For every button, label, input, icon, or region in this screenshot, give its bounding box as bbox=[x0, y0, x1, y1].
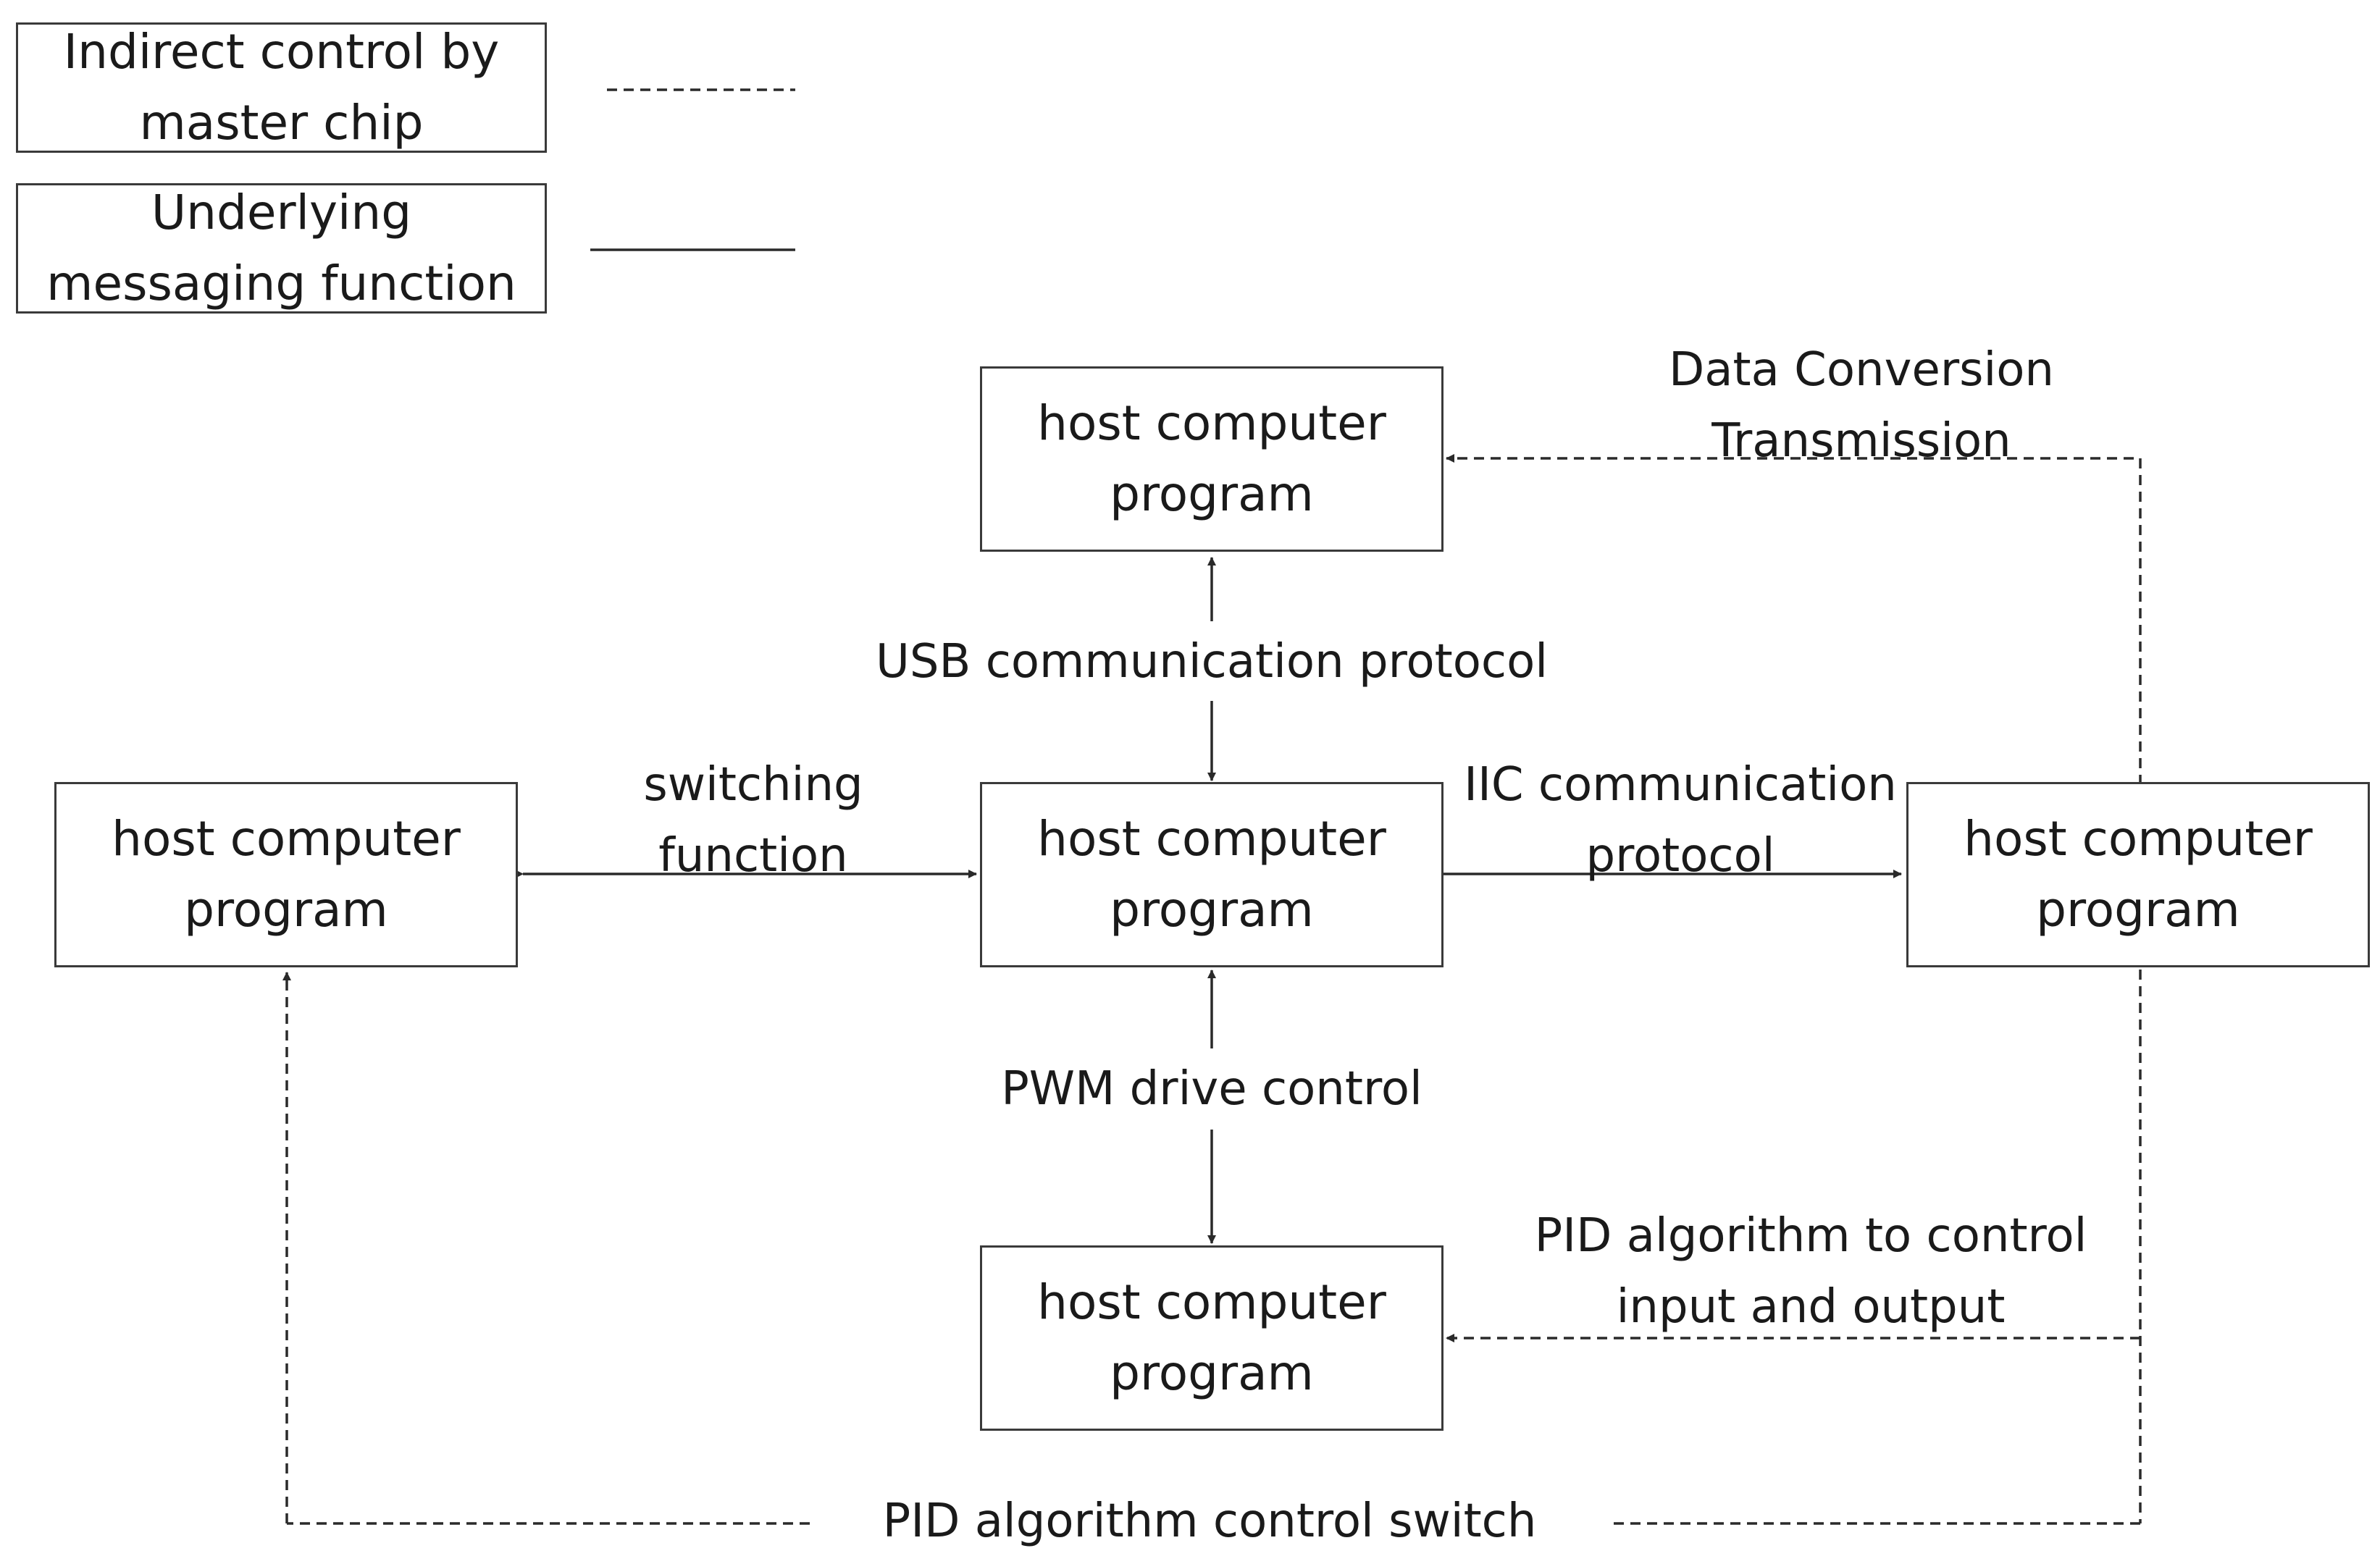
top-program-box: host computer program bbox=[980, 366, 1443, 552]
right-program-line2: program bbox=[2036, 882, 2240, 938]
top-program-line1: host computer bbox=[1037, 395, 1386, 451]
pid-io-line1: PID algorithm to control bbox=[1534, 1209, 2087, 1263]
left-program-box: host computer program bbox=[54, 782, 518, 967]
right-program-line1: host computer bbox=[1964, 811, 2313, 867]
usb-label: USB communication protocol bbox=[851, 626, 1572, 697]
switching-label-line2: function bbox=[658, 829, 848, 883]
iic-label-line1: IIC communication bbox=[1464, 758, 1897, 812]
switching-label: switching function bbox=[601, 749, 905, 891]
bottom-program-line1: host computer bbox=[1037, 1274, 1386, 1330]
data-conversion-line1: Data Conversion bbox=[1669, 343, 2054, 397]
left-program-line1: host computer bbox=[112, 811, 461, 867]
data-conversion-line2: Transmission bbox=[1711, 414, 2011, 468]
center-program-box: host computer program bbox=[980, 782, 1443, 967]
pwm-label: PWM drive control bbox=[971, 1054, 1453, 1124]
switching-label-line1: switching bbox=[643, 758, 863, 812]
center-program-line2: program bbox=[1110, 882, 1314, 938]
legend-underlying-line1: Underlying bbox=[151, 185, 412, 240]
bottom-program-line2: program bbox=[1110, 1345, 1314, 1401]
data-conversion-label: Data Conversion Transmission bbox=[1608, 335, 2115, 476]
legend-indirect-line2: master chip bbox=[139, 95, 424, 151]
legend-underlying-line2: messaging function bbox=[46, 256, 516, 311]
legend-indirect-box: Indirect control by master chip bbox=[16, 22, 547, 153]
left-program-line2: program bbox=[184, 882, 388, 938]
legend-indirect-line1: Indirect control by bbox=[63, 24, 500, 80]
legend-underlying-box: Underlying messaging function bbox=[16, 183, 547, 314]
pid-io-label: PID algorithm to control input and outpu… bbox=[1492, 1201, 2129, 1342]
iic-label: IIC communication protocol bbox=[1441, 749, 1919, 891]
iic-label-line2: protocol bbox=[1585, 829, 1775, 883]
top-program-line2: program bbox=[1110, 466, 1314, 522]
bottom-program-box: host computer program bbox=[980, 1245, 1443, 1431]
data-conversion-dashed-path bbox=[1446, 454, 2142, 785]
right-program-box: host computer program bbox=[1906, 782, 2370, 967]
pid-io-line2: input and output bbox=[1616, 1280, 2006, 1334]
pid-switch-label: PID algorithm control switch bbox=[882, 1494, 1537, 1548]
center-program-line1: host computer bbox=[1037, 811, 1386, 867]
